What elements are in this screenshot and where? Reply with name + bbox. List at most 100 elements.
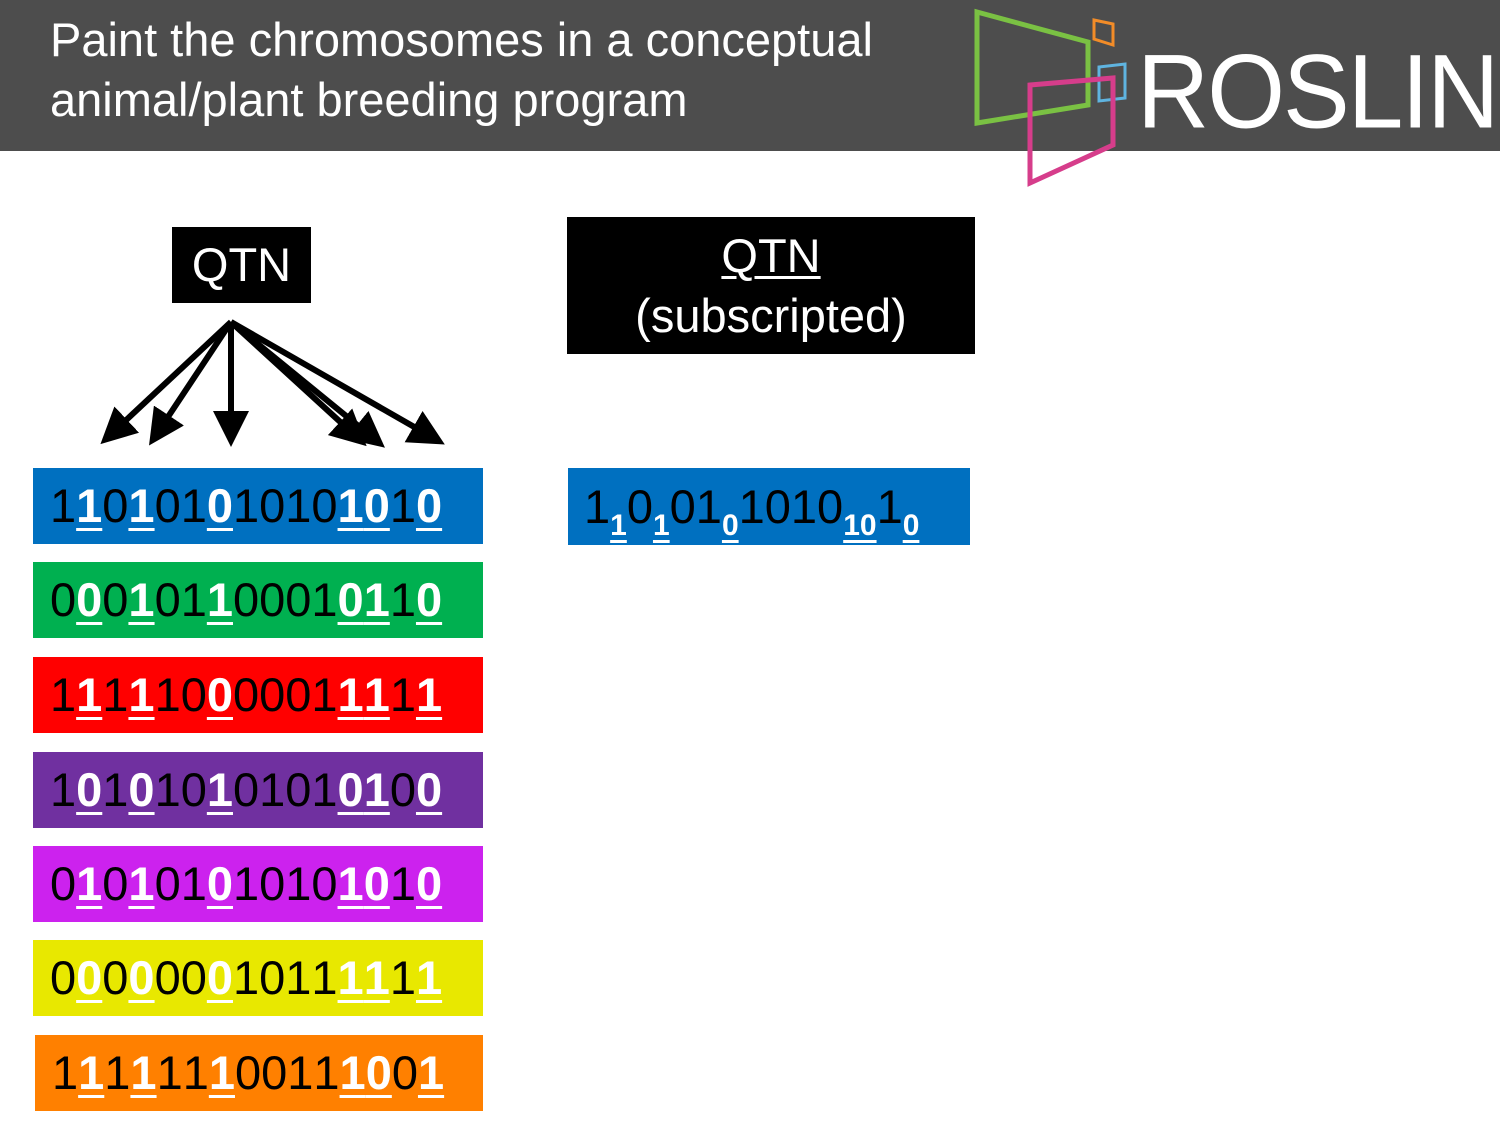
chromosome-purple: 101010101010100 [33, 752, 483, 828]
qtn-allele: 1 [130, 1046, 157, 1099]
chromosome-orange: 111111100111001 [35, 1035, 483, 1111]
qtn-allele: 1 [339, 1046, 366, 1099]
qtn-allele: 1 [128, 573, 155, 626]
slide-title: Paint the chromosomes in a conceptual an… [50, 10, 970, 130]
allele: 1 [389, 668, 416, 721]
allele: 0 [285, 573, 312, 626]
qtn-allele: 0 [365, 1046, 392, 1099]
title-line-2: animal/plant breeding program [50, 73, 688, 126]
allele: 1 [104, 1046, 131, 1099]
qtn-subscript: 1 [652, 509, 670, 542]
allele: 0 [102, 479, 129, 532]
qtn-allele: 1 [415, 951, 443, 1004]
allele: 1 [50, 479, 77, 532]
qtn-allele: 0 [206, 951, 233, 1004]
qtn-allele: 0 [415, 573, 443, 626]
allele: 1 [102, 668, 129, 721]
allele: 0 [102, 573, 129, 626]
chromosome-red: 111110000011111 [33, 657, 483, 733]
allele-text: 1 [584, 480, 611, 533]
allele-text: 1010 [738, 480, 844, 533]
qtn-allele: 1 [363, 668, 390, 721]
allele: 0 [154, 573, 181, 626]
allele: 1 [311, 668, 338, 721]
allele: 1 [102, 763, 129, 816]
qtn-allele: 1 [417, 1046, 445, 1099]
qtn-allele: 1 [363, 763, 390, 816]
qtn-allele: 1 [415, 668, 443, 721]
qtn-subscripted-box: QTN (subscripted) [567, 217, 975, 354]
allele: 1 [389, 857, 416, 910]
qtn-allele: 1 [337, 668, 364, 721]
allele: 1 [232, 479, 260, 532]
qtn-allele: 0 [415, 857, 443, 910]
allele: 1 [389, 951, 416, 1004]
allele: 0 [311, 857, 338, 910]
qtn-allele: 1 [76, 857, 103, 910]
allele: 1 [389, 573, 416, 626]
title-line-1: Paint the chromosomes in a conceptual [50, 13, 873, 66]
qtn-allele: 0 [76, 573, 103, 626]
allele: 0 [50, 951, 77, 1004]
qtn-allele: 1 [78, 1046, 105, 1099]
qtn-label-box: QTN [172, 227, 311, 303]
allele: 1 [285, 857, 312, 910]
roslin-logo-text: ROSLIN [1137, 33, 1499, 151]
subscripted-chromosome: 110101010101010 [568, 468, 970, 545]
arrow-6 [229, 319, 445, 445]
allele: 0 [259, 668, 286, 721]
allele: 1 [285, 951, 312, 1004]
qtn-allele: 0 [337, 573, 364, 626]
allele: 1 [180, 857, 207, 910]
allele: 0 [154, 479, 181, 532]
allele: 0 [232, 668, 260, 721]
chromosome-yellow: 000000010111111 [33, 940, 483, 1016]
qtn-subscript: 10 [843, 509, 877, 542]
allele-text: 0 [626, 480, 653, 533]
allele-text: 1 [876, 480, 903, 533]
allele: 1 [50, 668, 77, 721]
allele: 0 [102, 951, 129, 1004]
allele: 1 [182, 1046, 209, 1099]
allele: 1 [180, 479, 207, 532]
arrow-1 [100, 319, 234, 445]
allele: 1 [232, 857, 260, 910]
arrow-2 [149, 320, 234, 446]
allele: 1 [154, 668, 181, 721]
qtn-allele: 1 [128, 479, 155, 532]
allele: 0 [180, 668, 207, 721]
allele: 0 [50, 573, 77, 626]
qtn-subscript: 0 [902, 509, 920, 542]
allele: 1 [180, 573, 207, 626]
allele: 0 [285, 763, 312, 816]
allele: 0 [259, 573, 286, 626]
qtn-allele: 1 [128, 668, 155, 721]
qtn-allele: 0 [337, 763, 364, 816]
qtn-allele: 0 [206, 479, 233, 532]
qtn-allele: 0 [128, 763, 155, 816]
chromosome-blue: 110101010101010 [33, 468, 483, 544]
qtn-allele: 0 [76, 763, 103, 816]
qtn-subscripted-caption: (subscripted) [635, 289, 907, 342]
allele: 0 [285, 668, 312, 721]
roslin-logo [974, 8, 1127, 187]
allele: 0 [261, 1046, 288, 1099]
allele: 0 [50, 857, 77, 910]
qtn-allele: 0 [206, 857, 233, 910]
allele: 1 [389, 479, 416, 532]
allele: 1 [285, 479, 312, 532]
allele: 0 [180, 763, 207, 816]
allele: 0 [232, 573, 260, 626]
allele: 1 [156, 1046, 183, 1099]
arrow-5 [229, 319, 385, 448]
qtn-allele: 0 [415, 763, 443, 816]
allele: 0 [389, 763, 416, 816]
allele: 1 [232, 951, 260, 1004]
allele: 1 [287, 1046, 314, 1099]
qtn-allele: 1 [206, 573, 233, 626]
allele: 1 [50, 763, 77, 816]
qtn-allele: 1 [206, 763, 233, 816]
qtn-allele: 1 [76, 668, 103, 721]
qtn-allele: 0 [206, 668, 233, 721]
slide-header: Paint the chromosomes in a conceptual an… [0, 0, 1500, 151]
